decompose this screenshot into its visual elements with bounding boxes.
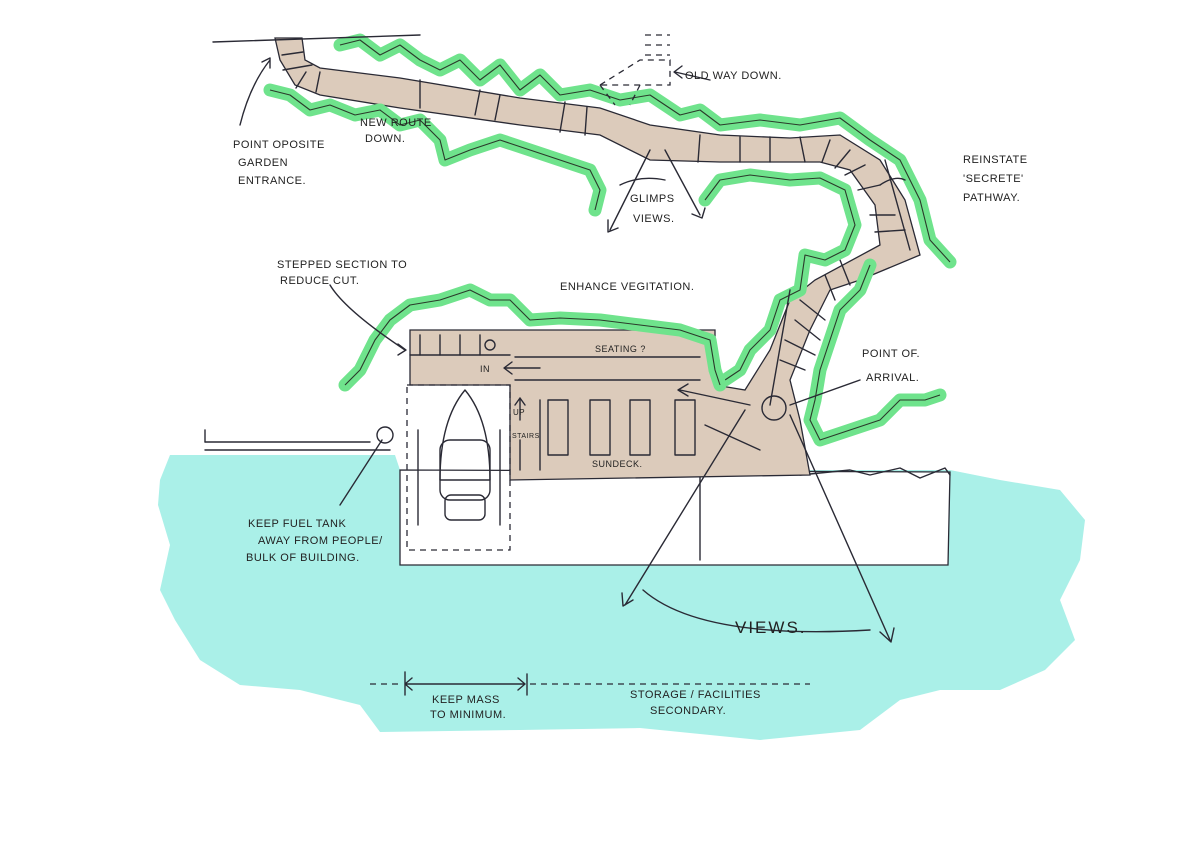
sketch-stroke	[794, 319, 821, 341]
old-way-down	[597, 34, 711, 106]
label-up: UP	[513, 408, 525, 417]
sketch-stroke	[664, 149, 706, 219]
label-glimps-2: VIEWS.	[633, 213, 675, 225]
sketch-stroke	[339, 439, 383, 506]
label-seating: SEATING ?	[595, 344, 646, 354]
sketch-stroke	[269, 89, 601, 211]
label-fuel: KEEP FUEL TANK	[248, 518, 346, 530]
sketch-stroke	[584, 106, 588, 136]
sketch-stroke	[789, 414, 895, 643]
label-point-opposite-2: GARDEN	[238, 157, 288, 169]
vegetation	[263, 33, 957, 447]
arrival-marker-icon	[761, 395, 787, 421]
sketch-stroke	[212, 34, 421, 43]
sketch-stroke	[503, 361, 541, 375]
label-new-route: NEW ROUTE	[360, 117, 432, 129]
fuel-tank-icon	[376, 426, 394, 444]
label-point-opposite-3: ENTRANCE.	[238, 175, 306, 187]
sketch-stroke	[673, 65, 711, 81]
sketch-stroke	[439, 439, 491, 501]
sketch-stroke	[799, 467, 951, 479]
label-reinstate-3: PATHWAY.	[963, 192, 1020, 204]
sketch-stroke	[404, 671, 528, 696]
sketch-stroke	[784, 339, 816, 356]
sketch-stroke	[824, 274, 836, 301]
sketch-stroke	[295, 71, 307, 89]
sketch-stroke	[629, 399, 651, 456]
sketch-stroke	[799, 299, 826, 321]
sketch-stroke	[484, 339, 496, 351]
sketch-stroke	[547, 399, 569, 456]
sketch-stroke	[674, 399, 696, 456]
label-reinstate: REINSTATE	[963, 154, 1028, 166]
annotation-lines	[212, 34, 906, 696]
sketch-stroke	[204, 441, 391, 451]
sketch-stroke	[597, 34, 671, 106]
sketch-stroke	[799, 136, 806, 163]
label-glimps: GLIMPS	[630, 193, 675, 205]
label-point-opposite: POINT OPOSITE	[233, 139, 325, 151]
sketch-stroke	[769, 289, 791, 406]
sketch-stroke	[514, 397, 526, 471]
label-keep-mass-2: TO MINIMUM.	[430, 709, 506, 721]
label-storage: STORAGE / FACILITIES	[630, 689, 761, 701]
step-marks	[281, 51, 911, 371]
label-storage-2: SECONDARY.	[650, 705, 726, 717]
label-old-way: OLD WAY DOWN.	[685, 70, 782, 82]
label-fuel-3: BULK OF BUILDING.	[246, 552, 360, 564]
sketch-stroke	[642, 589, 871, 633]
sketch-stroke	[589, 399, 611, 456]
sketch-stroke	[281, 51, 304, 56]
sketch-stroke	[339, 39, 951, 263]
sketch-stroke	[809, 264, 941, 441]
sketch-stroke	[474, 89, 481, 116]
label-stepped: STEPPED SECTION TO	[277, 259, 407, 271]
sketch-stroke	[789, 379, 861, 406]
sketch-stroke	[704, 174, 856, 381]
sketch-stroke	[821, 139, 831, 163]
sketch-stroke	[874, 229, 906, 233]
label-fuel-2: AWAY FROM PEOPLE/	[258, 535, 383, 547]
sketch-stroke	[439, 389, 491, 481]
sketch-stroke	[444, 494, 486, 521]
sketch-stroke	[406, 384, 511, 551]
sketch-stroke	[839, 259, 851, 286]
label-in: IN	[480, 364, 490, 374]
label-arrival-2: ARRIVAL.	[866, 372, 919, 384]
sketch-stroke	[884, 159, 911, 251]
sketch-stroke	[344, 289, 721, 386]
label-stairs: STAIRS	[512, 433, 540, 440]
label-views: VIEWS.	[735, 618, 807, 637]
sketch-stroke	[607, 149, 651, 233]
sketch-stroke	[779, 359, 806, 371]
sketch-stroke	[621, 409, 746, 607]
sketch-stroke	[844, 164, 866, 176]
sketch-stroke	[697, 134, 701, 163]
sketch-stroke	[677, 383, 751, 406]
building-details	[204, 289, 861, 551]
label-sundeck: SUNDECK.	[592, 459, 643, 469]
sketch-stroke	[619, 177, 666, 186]
sketch-stroke	[834, 149, 851, 169]
building-footprint	[399, 469, 951, 566]
sketch-stroke	[879, 177, 906, 186]
label-arrival: POINT OF.	[862, 348, 920, 360]
label-reinstate-2: 'SECRETE'	[963, 173, 1024, 185]
sketch-stroke	[329, 284, 407, 356]
label-keep-mass: KEEP MASS	[432, 694, 500, 706]
sketch-stroke	[239, 57, 271, 126]
sketch-stroke	[494, 94, 501, 121]
sketch-stroke	[559, 101, 566, 133]
label-enhance: ENHANCE VEGITATION.	[560, 281, 694, 293]
sketch-stroke	[704, 424, 761, 451]
sketch-stroke	[282, 64, 313, 71]
sketch-stroke	[315, 71, 321, 93]
labels: POINT OPOSITE GARDEN ENTRANCE. NEW ROUTE…	[233, 70, 1028, 721]
sketch-stroke	[857, 184, 881, 191]
label-new-route-2: DOWN.	[365, 133, 405, 145]
label-stepped-2: REDUCE CUT.	[280, 275, 359, 287]
